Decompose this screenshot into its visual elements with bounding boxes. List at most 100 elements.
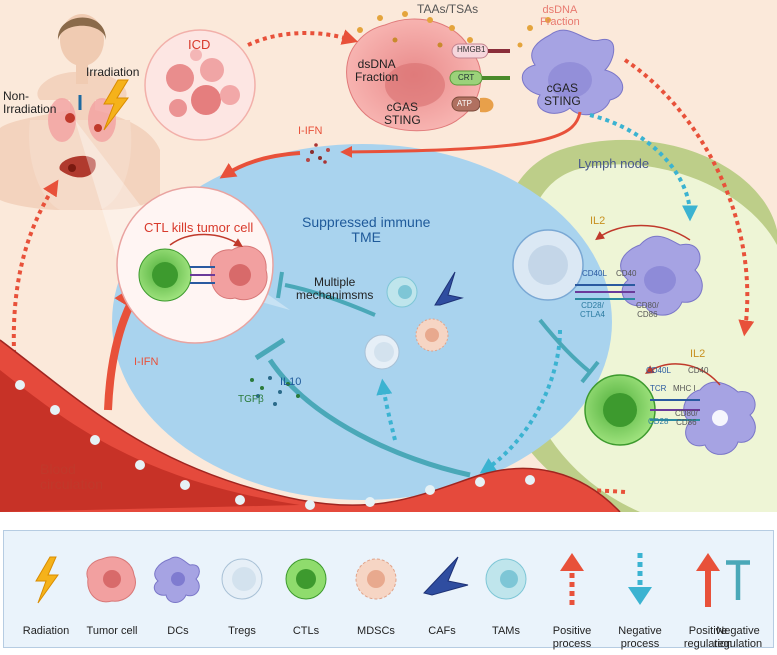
dashed-arrow-dc-to-lymph (589, 113, 698, 222)
synapse-lines-top (575, 284, 635, 300)
legend-item-cafs: CAFs (402, 531, 482, 647)
synapse-lines-bottom (650, 399, 700, 421)
legend-item-tams: TAMs (466, 531, 546, 647)
legend-label: Tumor cell (86, 625, 138, 637)
il2-bottom-label: IL2 (690, 348, 706, 360)
dendritic-cell-icon (153, 556, 200, 603)
legend-item-mdscs: MDSCs (336, 531, 416, 647)
tumor-cell-top (346, 11, 482, 132)
ctl-kills-label: CTL kills tumor cell (144, 220, 254, 235)
treg-cell-lymph (512, 229, 584, 301)
ifn-left-label: I-IFN (134, 356, 159, 368)
legend-item-ctls: CTLs (266, 531, 346, 647)
dashed-red-arrow-icon (560, 553, 584, 605)
legend-item-tumor: Tumor cell (72, 531, 152, 647)
legend-label: DCs (167, 625, 189, 637)
cd80-cd86-top-label: CD80/ CD86 (636, 301, 659, 319)
diagram-svg (0, 0, 777, 512)
diagram-canvas: Non- Irradiation Irradiation ICD TAAs/TS… (0, 0, 777, 512)
il10-label: IL10 (280, 376, 302, 388)
dendritic-cell-lymph-bottom (683, 381, 756, 455)
cytokine-particles (250, 376, 300, 406)
cd28-ctla4-label: CD28/ CTLA4 (580, 301, 605, 319)
legend-item-tregs: Tregs (202, 531, 282, 647)
taas-tsas-label: TAAs/TSAs (417, 2, 479, 16)
caf-cell-icon (423, 556, 469, 596)
legend-item-radiation: Radiation (6, 531, 86, 647)
legend-label: TAMs (492, 625, 520, 637)
legend-label: CTLs (292, 625, 320, 637)
cgas-sting-dc-label: cGAS STING (544, 81, 581, 109)
legend-item-positive-regulation: Positive regulation (668, 531, 748, 650)
legend-item-negative-regulation: Negative regulation (704, 531, 772, 650)
non-irradiation-label: Non- Irradiation (3, 89, 57, 117)
danger-signals (449, 43, 510, 113)
arrow-dc-to-ifn (340, 111, 582, 158)
dsdna-fraction-tumor-label: dsDNA Fraction (355, 57, 399, 85)
blood-vessel (0, 339, 621, 512)
tcr-label: TCR (650, 384, 667, 393)
blood-circulation-label: Blood circulation (40, 461, 104, 493)
cgas-sting-tumor-label: cGAS STING (384, 100, 421, 128)
suppressed-tme-label: Suppressed immune TME (302, 214, 431, 246)
legend-label: Radiation (22, 625, 70, 637)
il2-arrow-top (595, 224, 691, 241)
ifn-particles-top (306, 143, 330, 164)
il2-arrow-bottom (644, 363, 721, 386)
dashed-arrow-treg-out (479, 329, 562, 474)
mhc1-label: MHC I (673, 384, 696, 393)
atp-label: ATP (457, 99, 472, 108)
dashed-arrow-blood-to-body (11, 179, 59, 371)
icd-label: ICD (188, 37, 211, 52)
mdsc-cell (415, 318, 449, 352)
il2-top-label: IL2 (590, 215, 606, 227)
dashed-arrow-to-lymph (623, 58, 755, 337)
inhibition-treg-ctl (538, 318, 600, 384)
caf-cell (434, 271, 464, 306)
legend-label: Positive regulation (683, 625, 733, 650)
ifn-top-label: I-IFN (298, 125, 323, 137)
dashed-blue-arrow-icon (628, 553, 652, 605)
legend-label: CAFs (428, 625, 456, 637)
icd-circle (144, 29, 256, 141)
inhibition-il10 (254, 337, 471, 478)
legend-label: Negative process (618, 625, 662, 650)
cd40-bottom-label: CD40 (688, 366, 709, 375)
ctl-cell-icon (285, 558, 327, 600)
mdsc-cell-icon (355, 558, 397, 600)
legend-label: Tregs (228, 625, 256, 637)
solid-red-arrow-icon (696, 553, 720, 607)
legend-label: Positive process (552, 625, 592, 650)
dashed-arrow-icd-to-tumor (247, 29, 359, 47)
cd40l-bottom-label: CD40L (646, 366, 671, 375)
tgfb-label: TGFβ (238, 394, 264, 405)
legend-label: Negative regulation (713, 625, 763, 650)
lightning-icon (35, 556, 59, 604)
dendritic-cell-lymph-top (620, 235, 703, 316)
multiple-mechanisms-label: Multiple mechanimsms (296, 275, 374, 303)
legend-label: MDSCs (357, 625, 395, 637)
cd28-label: CD28 (648, 417, 669, 426)
inhibition-multiple (276, 271, 376, 317)
tumor-cell-icon (86, 556, 136, 603)
dsdna-fraction-dc-label: dsDNA Fraction (540, 4, 580, 29)
irradiation-label: Irradiation (86, 65, 140, 79)
cd40l-top-label: CD40L (582, 269, 607, 278)
tam-cell (386, 276, 418, 308)
lightning-icon (103, 79, 129, 131)
legend-panel: Radiation Tumor cell DCs Tregs CTLs MDSC… (3, 530, 774, 650)
tam-cell-icon (485, 558, 527, 600)
legend-item-negative-process: Negative process (600, 531, 680, 650)
crt-label: CRT (458, 73, 475, 82)
legend-item-positive-process: Positive process (532, 531, 612, 650)
treg-cell-tme (364, 334, 400, 370)
cd80-cd86-bottom-label: CD80/ CD86 (675, 409, 698, 427)
ctl-kills-circle (116, 186, 274, 344)
cd40-top-label: CD40 (616, 269, 637, 278)
arrow-ifn-to-ctl (219, 151, 301, 179)
hmgb1-label: HMGB1 (457, 45, 486, 54)
inhibition-bar-icon (726, 560, 750, 600)
lymph-node-label: Lymph node (578, 156, 650, 171)
dendritic-cell-top (517, 17, 623, 116)
legend-item-dcs: DCs (138, 531, 218, 647)
